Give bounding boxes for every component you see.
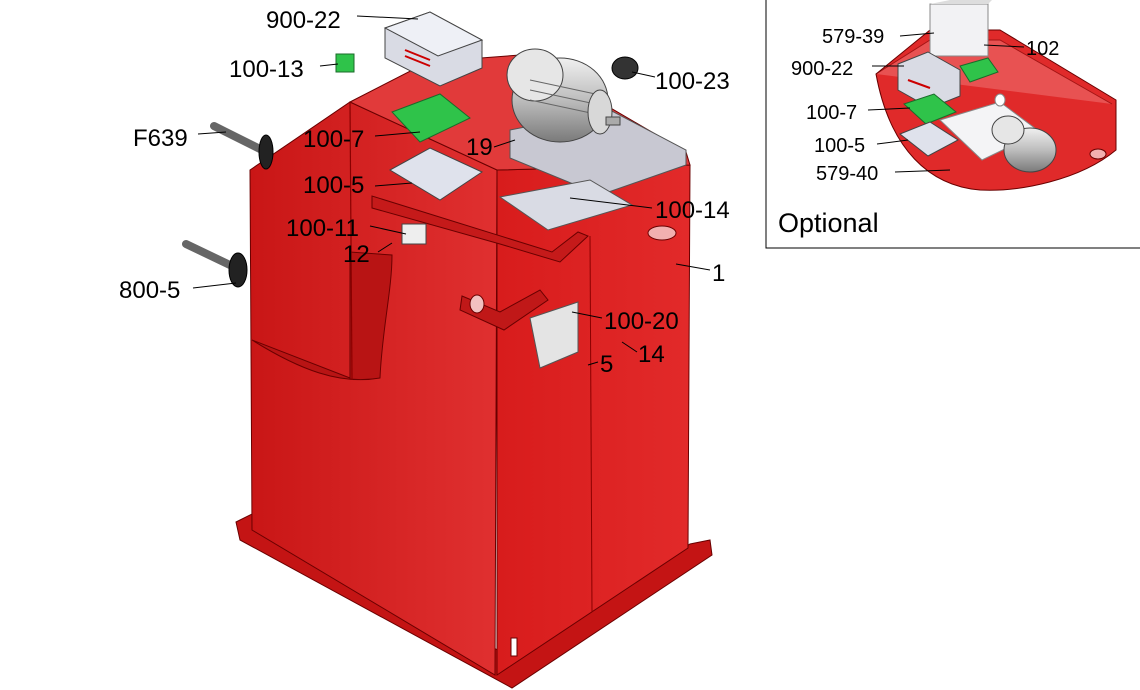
label-100-14: 100-14 — [655, 197, 730, 224]
label-1: 1 — [712, 260, 725, 287]
label-100-7: 100-7 — [303, 126, 364, 153]
mounting-bracket — [371, 195, 589, 263]
cabinet-front-opening — [251, 251, 393, 381]
inset-label-100-7: 100-7 — [806, 102, 857, 124]
plate-100-20 — [529, 301, 579, 369]
inset-caption-optional: Optional — [778, 208, 879, 238]
label-100-11: 100-11 — [286, 215, 359, 242]
inset-box-579-39 — [929, 3, 989, 57]
part-labels: 900-22 100-13 100-23 F639 100-7 19 100-5… — [119, 7, 730, 378]
label-800-5: 800-5 — [119, 277, 180, 304]
inset-label-102: 102 — [1026, 38, 1059, 60]
board-100-7 — [391, 93, 471, 143]
leader-lines — [192, 15, 711, 366]
handwheel-f639 — [210, 122, 274, 170]
inset-label-579-39: 579-39 — [822, 26, 884, 48]
electronics — [335, 11, 639, 369]
inset-board-100-5 — [899, 121, 959, 157]
label-19: 19 — [466, 134, 493, 161]
part-100-11 — [401, 223, 427, 245]
handwheel-800-5 — [182, 240, 248, 288]
label-12: 12 — [343, 241, 370, 268]
label-100-5: 100-5 — [303, 172, 364, 199]
label-900-22: 900-22 — [266, 7, 341, 34]
label-100-23: 100-23 — [655, 68, 730, 95]
plate-100-14 — [498, 179, 634, 231]
optional-inset: 579-39 102 900-22 100-7 100-5 579-40 Opt… — [765, 0, 1140, 249]
inset-board-100-7 — [903, 93, 957, 125]
inset-border — [765, 0, 1140, 249]
cabinet — [235, 54, 713, 689]
inset-board-102 — [959, 57, 999, 83]
label-5: 5 — [600, 351, 613, 378]
inset-label-900-22: 900-22 — [791, 58, 853, 80]
inset-cover-900-22 — [897, 51, 961, 109]
inset-label-100-5: 100-5 — [814, 135, 865, 157]
connector-100-13 — [335, 53, 355, 73]
board-100-5 — [388, 147, 484, 201]
cabinet-right-panel — [496, 164, 691, 676]
label-14: 14 — [638, 341, 665, 368]
label-100-13: 100-13 — [229, 56, 304, 83]
label-f639: F639 — [133, 125, 188, 152]
inset-label-579-40: 579-40 — [816, 163, 878, 185]
gland-100-23 — [611, 56, 639, 80]
cabinet-left-panel — [249, 101, 498, 676]
label-100-20: 100-20 — [604, 308, 679, 335]
motor-assembly — [498, 48, 687, 231]
